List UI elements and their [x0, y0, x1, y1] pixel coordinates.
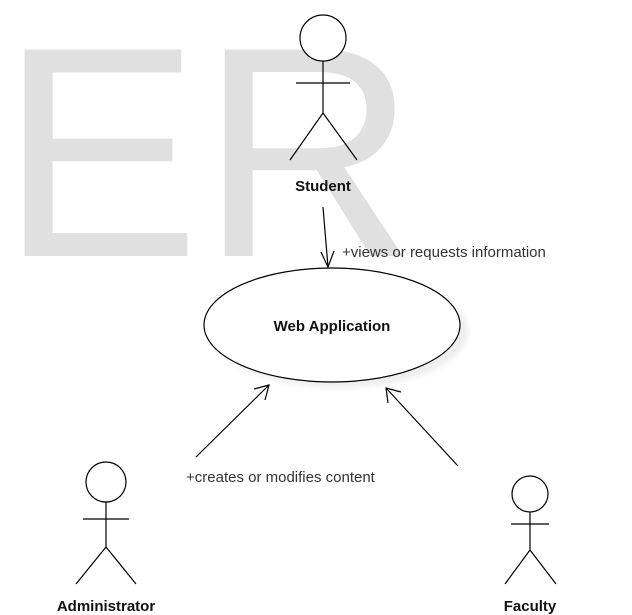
arrowhead-icon	[320, 250, 335, 269]
arrowhead-icon	[253, 384, 270, 401]
association-student[interactable]: +views or requests information	[320, 206, 546, 269]
actor-label-student: Student	[295, 178, 351, 195]
arrowhead-icon	[385, 387, 402, 404]
use-case-ellipse	[203, 267, 461, 383]
stick-figure-icon	[289, 14, 358, 161]
actor-label-faculty: Faculty	[504, 598, 557, 615]
actor-administrator[interactable]: Administrator	[57, 461, 156, 615]
use-case-label: Web Application	[274, 318, 391, 335]
actor-faculty[interactable]: Faculty	[504, 475, 557, 615]
stick-figure-icon	[75, 461, 137, 585]
watermark: ER	[0, 0, 417, 320]
association-administrator[interactable]: +creates or modifies content	[186, 384, 376, 486]
use-case-web-application[interactable]: Web Application	[203, 267, 468, 388]
stick-figure-icon	[504, 475, 557, 585]
association-label-student: +views or requests information	[342, 244, 546, 261]
association-faculty[interactable]	[385, 387, 459, 467]
actor-label-administrator: Administrator	[57, 598, 156, 615]
actor-student[interactable]: Student	[289, 14, 358, 195]
association-label-administrator: +creates or modifies content	[186, 469, 376, 486]
